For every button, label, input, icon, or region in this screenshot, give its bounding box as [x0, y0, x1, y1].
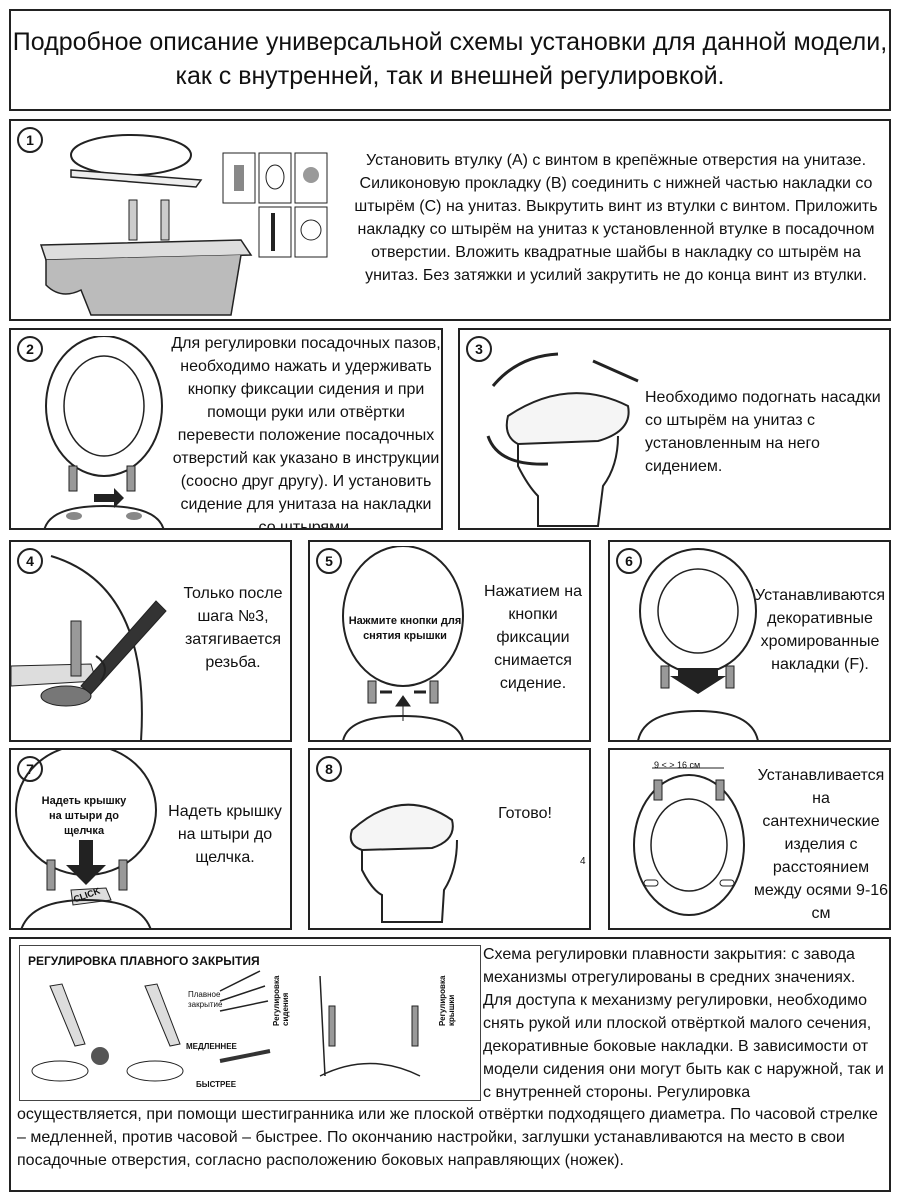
label-adj-lid: Регулировка крышки	[438, 975, 456, 1026]
label-fast: БЫСТРЕЕ	[196, 1080, 237, 1089]
step-2-panel: 2 Для регулировки посадочных пазов, необ…	[9, 328, 443, 530]
step-9-panel: 9 < > 16 см Устанавливается на сантехнич…	[608, 748, 891, 930]
step-4-illustration	[11, 555, 167, 740]
soft-close-panel: РЕГУЛИРОВКА ПЛАВНОГО ЗАКРЫТИЯ Плавное за…	[9, 937, 891, 1192]
step-5-panel: 5 Нажмите кнопки для снятия крышки Нажат…	[308, 540, 591, 742]
step-2-text: Для регулировки посадочных пазов, необхо…	[171, 335, 441, 530]
label-adj-seat: Регулировка сидения	[272, 975, 290, 1026]
step-8-text: Готово!	[498, 805, 552, 822]
step-8-number: 8	[316, 756, 342, 782]
soft-close-text-bottom: осуществляется, при помощи шестигранника…	[17, 1106, 878, 1169]
step-9-text: Устанавливается на сантехнические издели…	[753, 767, 889, 922]
step-6-text: Устанавливаются декоративные хромированн…	[755, 587, 885, 673]
step-7-number: 7	[17, 756, 43, 782]
step-4-text: Только после шага №3, затягивается резьб…	[183, 585, 283, 671]
step-2-number: 2	[17, 336, 43, 362]
step-5-illustration	[342, 546, 464, 740]
step-3-text: Необходимо подогнать насадки со штырём н…	[645, 389, 881, 475]
step-3-panel: 3 Необходимо подогнать насадки со штырём…	[458, 328, 891, 530]
step-3-number: 3	[466, 336, 492, 362]
step-7-text: Надеть крышку на штыри до щелчка.	[168, 803, 282, 866]
step-9-illustration	[633, 767, 745, 916]
step-6-number: 6	[616, 548, 642, 574]
soft-close-text-right: Схема регулировки плавности закрытия: с …	[483, 946, 884, 1101]
step-5-text: Нажатием на кнопки фиксации снимается си…	[483, 583, 583, 692]
step-1-illustration	[39, 134, 328, 316]
step-7-label: Надеть крышку на штыри до щелчка	[41, 795, 127, 837]
step-2-illustration	[43, 336, 165, 528]
step-8-illustration	[349, 803, 458, 923]
step-5-label: Нажмите кнопки для снятия крышки	[348, 615, 462, 642]
step-3-illustration	[486, 352, 639, 527]
step-4-panel: 4 Только после шага №3, затягивается рез…	[9, 540, 292, 742]
step-8-panel: 8 Готово! 4	[308, 748, 591, 930]
step-4-number: 4	[17, 548, 43, 574]
step-5-number: 5	[316, 548, 342, 574]
soft-close-illustration	[31, 970, 421, 1082]
page-title: Подробное описание универсальной схемы у…	[12, 28, 888, 90]
step-6-panel: 6 Устанавливаются декоративные хромирова…	[608, 540, 891, 742]
step-9-dim: 9 < > 16 см	[654, 760, 701, 770]
step-7-illustration	[15, 750, 157, 928]
step-1-number: 1	[17, 127, 43, 153]
step-7-panel: 7 Надеть крышку на штыри до щелчка CLICK…	[9, 748, 292, 930]
soft-close-heading: РЕГУЛИРОВКА ПЛАВНОГО ЗАКРЫТИЯ	[28, 954, 260, 968]
step-1-panel: 1 Установить втулку (А) с винтом в крепё…	[9, 119, 891, 321]
page-number: 4	[580, 856, 586, 867]
step-6-illustration	[637, 548, 759, 740]
label-smooth: Плавное закрытие	[188, 990, 223, 1009]
label-slow: МЕДЛЕННЕЕ	[186, 1042, 237, 1051]
header-box: Подробное описание универсальной схемы у…	[9, 9, 891, 111]
soft-close-diagram: РЕГУЛИРОВКА ПЛАВНОГО ЗАКРЫТИЯ Плавное за…	[19, 945, 481, 1101]
step-1-text: Установить втулку (А) с винтом в крепёжн…	[354, 152, 878, 284]
